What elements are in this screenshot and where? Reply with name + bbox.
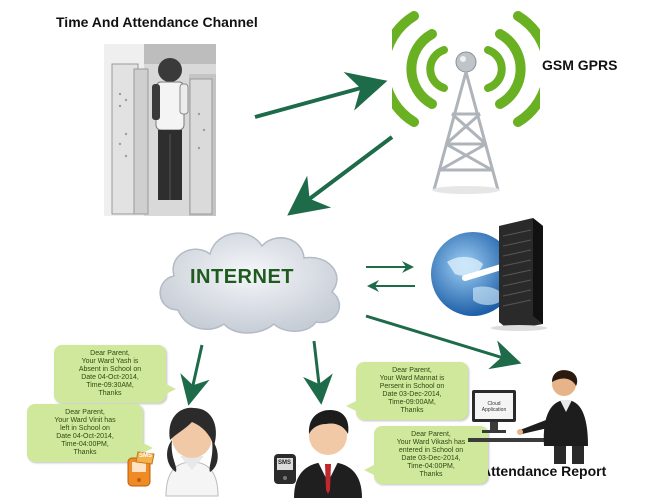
sms-phone-icon-1: SMS <box>124 450 156 488</box>
arrow-internet-to-parent-2 <box>303 340 333 405</box>
parent-avatar-1 <box>152 400 232 498</box>
cloud-application-screen-label: Cloud Application <box>481 401 507 413</box>
sms-badge-1: SMS <box>139 453 153 459</box>
attendance-photo <box>104 44 216 216</box>
internet-cloud: INTERNET <box>150 218 350 338</box>
sms-message-3: Dear Parent, Your Ward Mannat is Persent… <box>346 362 468 420</box>
arrow-internet-to-parent-1 <box>180 344 210 406</box>
server-icon <box>425 216 550 331</box>
parent-avatar-2 <box>288 402 368 498</box>
gsm-gprs-label: GSM GPRS <box>542 57 618 73</box>
arrow-gsm-to-internet <box>287 135 394 216</box>
arrow-internet-to-report <box>365 314 522 370</box>
sms-message-4: Dear Parent, Your Ward Vikash has entere… <box>364 426 488 484</box>
time-attendance-label: Time And Attendance Channel <box>56 14 258 30</box>
sms-phone-icon-2: SMS <box>270 450 300 486</box>
sms-badge-2: SMS <box>278 460 292 466</box>
attendance-report-label: Attendance Report <box>481 463 607 479</box>
arrow-photo-to-gsm <box>254 72 388 119</box>
internet-label: INTERNET <box>190 266 294 288</box>
sms-message-2: Dear Parent, Your Ward Vinit has left in… <box>27 404 153 462</box>
sms-message-1: Dear Parent, Your Ward Yash is Absent in… <box>54 345 176 403</box>
gsm-tower-icon <box>379 4 553 194</box>
attendance-report-computer: Cloud Application <box>468 368 592 464</box>
